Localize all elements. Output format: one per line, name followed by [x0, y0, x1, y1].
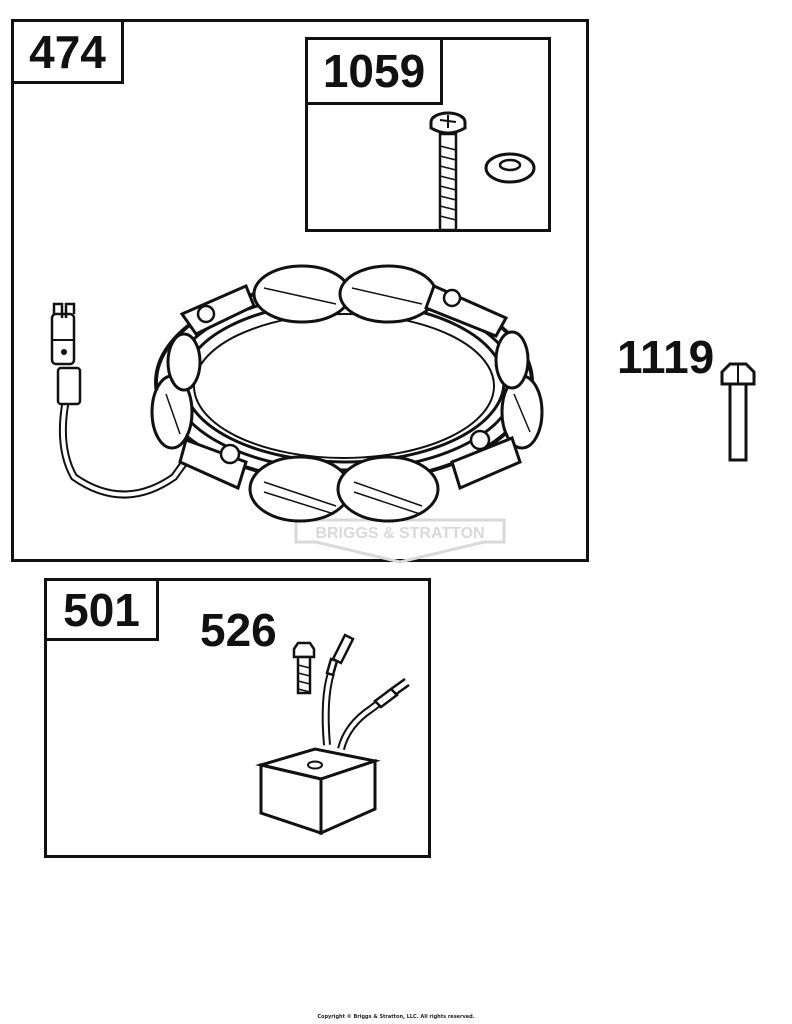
stator-ref-tag: 474 — [14, 22, 124, 84]
regulator-screw-icon — [292, 641, 316, 695]
regulator-ref-tag: 501 — [47, 581, 159, 641]
bolt-icon — [720, 362, 756, 462]
screw-icon — [429, 111, 467, 232]
bolt-ref-label: 1119 — [617, 331, 715, 383]
watermark-logo: BRIGGS & STRATTON — [294, 518, 506, 564]
screw-kit-ref-label: 1059 — [322, 45, 426, 97]
screw-kit-group-box: 1059 — [305, 37, 551, 232]
regulator-group-box: 501 526 — [44, 578, 431, 858]
screw-kit-ref-tag: 1059 — [308, 40, 443, 105]
regulator-screw-ref-label: 526 — [200, 604, 277, 656]
copyright-text: Copyright © Briggs & Stratton, LLC. All … — [317, 1014, 475, 1020]
washer-icon — [484, 152, 536, 184]
stator-icon — [50, 264, 544, 523]
regulator-ref-label: 501 — [63, 583, 140, 636]
watermark-text: BRIGGS & STRATTON — [315, 525, 484, 542]
regulator-icon — [255, 633, 410, 836]
stator-ref-label: 474 — [29, 25, 106, 78]
